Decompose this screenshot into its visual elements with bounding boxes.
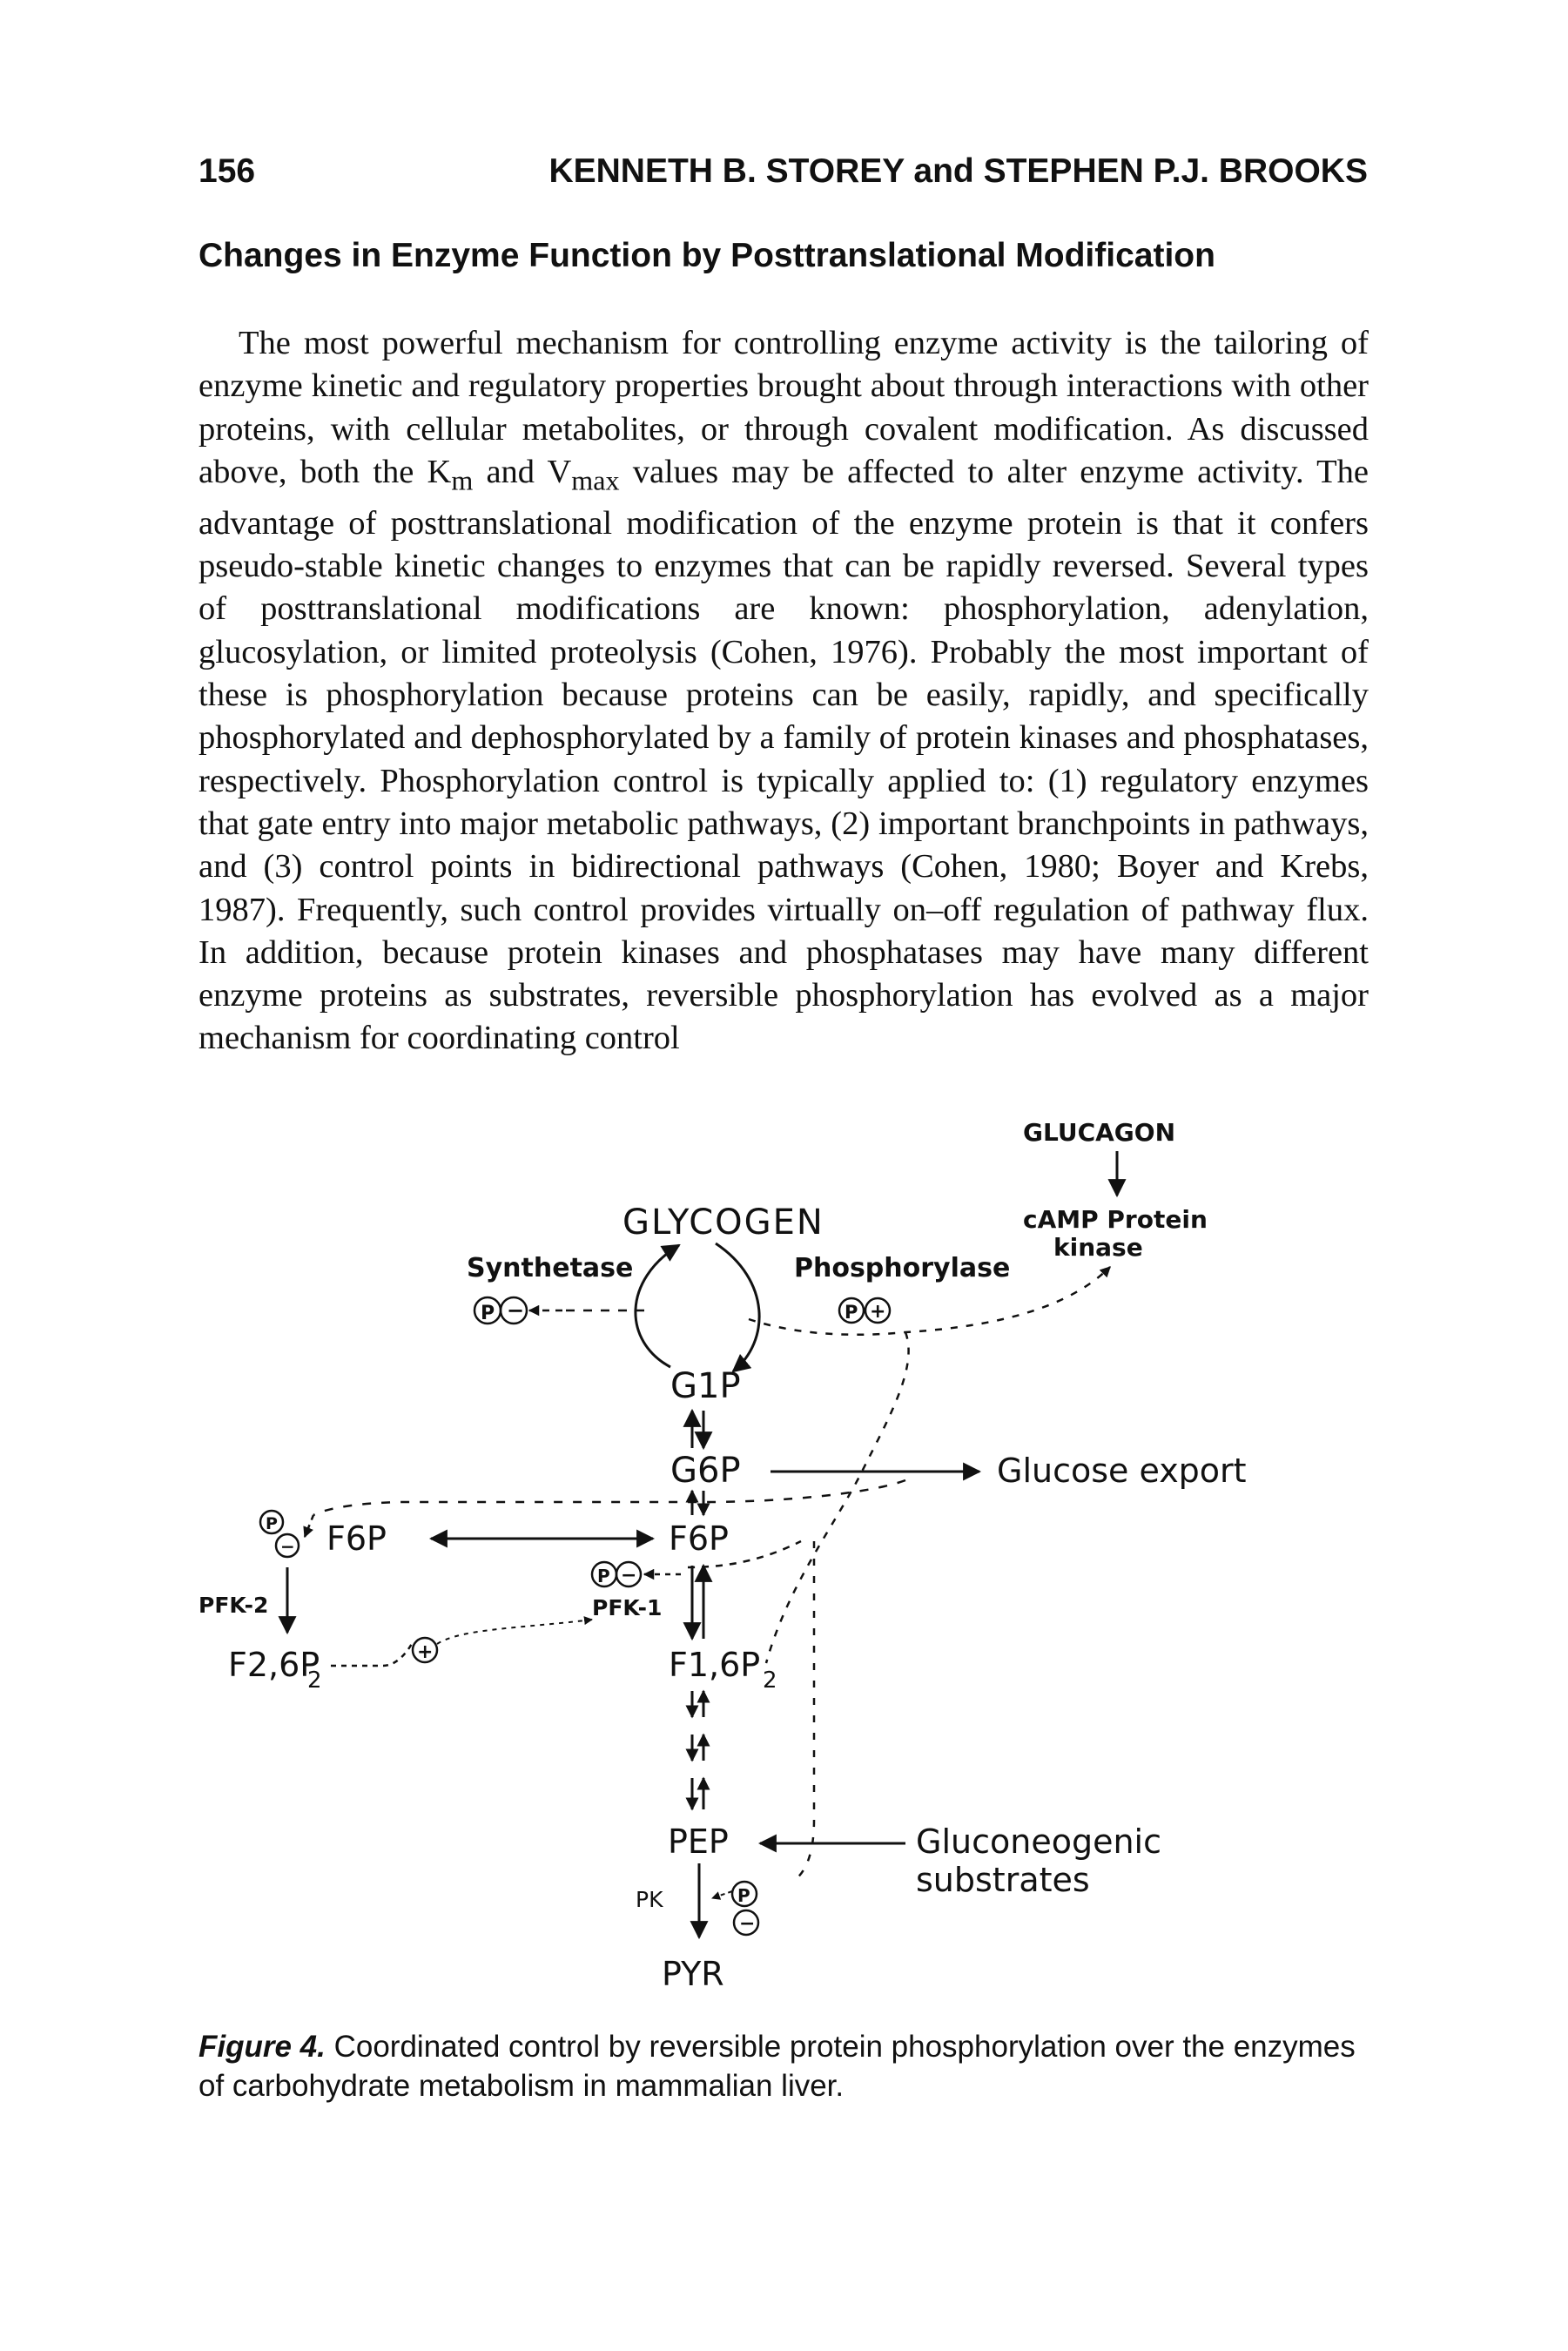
f16p2-label: F1,6P (669, 1646, 760, 1684)
vmax-subscript: max (571, 464, 620, 496)
phosphorylase-label: Phosphorylase (794, 1253, 1010, 1283)
g1p-label: G1P (670, 1366, 741, 1406)
figure-4-pathway-diagram: GLUCAGON cAMP Protein kinase GLYCOGEN Sy… (0, 1106, 1568, 2011)
svg-text:−: − (621, 1565, 636, 1586)
svg-text:P: P (845, 1302, 858, 1323)
pk-modifier-arrow (711, 1890, 733, 1900)
f6p-right-label: F6P (669, 1519, 729, 1558)
pfk1-phospho-inhibit-icon: P − (590, 1560, 643, 1588)
pk-phospho-inhibit-icon: P − (730, 1880, 760, 1937)
svg-text:P: P (737, 1885, 750, 1906)
km-subscript: m (451, 464, 474, 496)
f16p2-subscript: 2 (763, 1667, 777, 1694)
svg-text:P: P (266, 1514, 278, 1533)
pep-label: PEP (668, 1822, 729, 1861)
page-number: 156 (199, 152, 256, 190)
pfk2-regulation-dashed (313, 1479, 906, 1517)
glycogen-label: GLYCOGEN (622, 1202, 824, 1243)
substrates-label: substrates (916, 1861, 1090, 1899)
f26p2-subscript: 2 (307, 1667, 322, 1694)
gluconeogenic-label: Gluconeogenic (916, 1822, 1161, 1861)
phosphorylase-arc (715, 1242, 761, 1373)
pfk1-label: PFK-1 (592, 1595, 662, 1620)
pyr-label: PYR (662, 1955, 724, 1993)
pfk2-phospho-inhibit-icon: P − (259, 1509, 300, 1559)
f6p-left-label: F6P (326, 1519, 387, 1558)
running-head: 156 KENNETH B. STOREY and STEPHEN P.J. B… (0, 152, 1568, 205)
svg-text:P: P (481, 1303, 495, 1324)
figure-caption-text: Coordinated control by reversible protei… (199, 2030, 1356, 2103)
svg-text:−: − (739, 1913, 755, 1935)
section-heading: Changes in Enzyme Function by Posttransl… (199, 237, 1215, 274)
kinase-to-pfk-dashed (764, 1331, 910, 1664)
paragraph-text-3: values may be affected to alter enzyme a… (199, 453, 1369, 1057)
pk-label: PK (636, 1887, 663, 1912)
f26p2-activation-dashed (331, 1640, 415, 1667)
glucose-export-label: Glucose export (997, 1452, 1247, 1490)
figure-caption: Figure 4. Coordinated control by reversi… (199, 2027, 1369, 2105)
g6p-label: G6P (670, 1451, 741, 1491)
svg-text:−: − (507, 1298, 524, 1323)
synthetase-phospho-inhibit-icon: P − (473, 1296, 528, 1325)
f26p2-label: F2,6P (228, 1646, 320, 1684)
pfk2-regulation-arrow (303, 1514, 315, 1539)
pathway-svg: GLUCAGON cAMP Protein kinase GLYCOGEN Sy… (199, 1118, 1247, 1993)
camp-protein-label: cAMP Protein (1023, 1205, 1208, 1234)
paragraph-text-2: and V (473, 453, 572, 490)
phosphorylase-phospho-activate-icon: P + (838, 1297, 892, 1324)
synthetase-arc (634, 1243, 681, 1369)
pfk2-label: PFK-2 (199, 1593, 268, 1618)
synthetase-label: Synthetase (467, 1253, 633, 1283)
glucagon-label: GLUCAGON (1023, 1118, 1175, 1147)
svg-text:−: − (280, 1536, 295, 1557)
kinase-to-enzymes-dashed (748, 1266, 1111, 1337)
figure-caption-label: Figure 4. (199, 2030, 326, 2064)
running-head-authors: KENNETH B. STOREY and STEPHEN P.J. BROOK… (548, 152, 1368, 190)
f26p2-activate-icon: + (411, 1636, 439, 1664)
body-paragraph: The most powerful mechanism for controll… (199, 322, 1369, 1061)
svg-text:+: + (417, 1641, 433, 1663)
paragraph-text-1: The most powerful mechanism for controll… (199, 325, 1369, 490)
f26p2-to-pfk1-dashed (436, 1616, 593, 1645)
kinase-to-pk-dashed (793, 1541, 816, 1882)
kinase-label: kinase (1053, 1233, 1143, 1262)
svg-text:P: P (597, 1566, 610, 1586)
svg-text:+: + (870, 1301, 885, 1323)
